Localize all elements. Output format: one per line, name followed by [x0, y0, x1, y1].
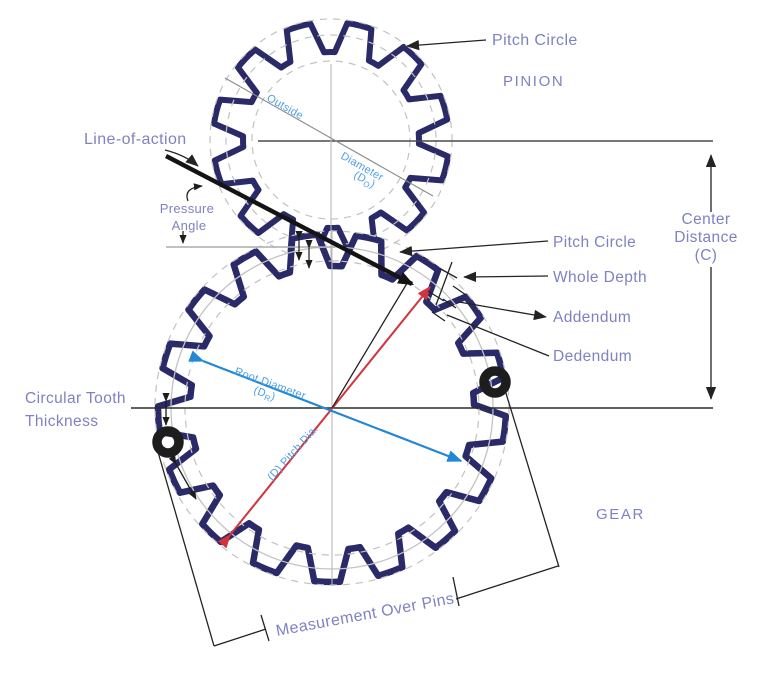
pinion-label: PINION: [503, 73, 564, 90]
dedendum-label: Dedendum: [553, 348, 632, 365]
pinion-pitch-circle-label: Pitch Circle: [492, 32, 578, 49]
circular-tooth-thickness-label-2: Thickness: [25, 413, 98, 430]
measurement-pin: [152, 426, 184, 458]
measurement-over-pins-label: Measurement Over Pins: [275, 590, 456, 640]
dashed-reference-circle: [225, 34, 437, 246]
gear-label: GEAR: [596, 506, 645, 523]
line-of-action-line: [164, 154, 415, 286]
root-diameter-label-2: (DR): [251, 385, 277, 405]
center-distance-label-1: Center: [682, 211, 731, 228]
addendum-label: Addendum: [553, 309, 631, 326]
radius-reference-line: [331, 279, 410, 409]
pinion-pitch-circle-leader: [406, 39, 487, 51]
depth-tick-marks: [427, 261, 467, 322]
backlash-arrows: [295, 230, 313, 269]
center-distance-label-3: (C): [695, 247, 718, 264]
measurement-over-pins-bracket: [157, 389, 560, 647]
whole-depth-leader: [463, 271, 549, 283]
gear-pitch-circle-label: Pitch Circle: [553, 234, 636, 251]
pressure-angle-label-2: Angle: [172, 218, 207, 233]
dashed-reference-circle: [209, 18, 453, 262]
center-distance-label-2: Distance: [674, 229, 738, 246]
circular-tooth-thickness-label-1: Circular Tooth: [25, 390, 126, 407]
line-of-action-leader: [164, 149, 199, 167]
measurement-pins: [152, 366, 511, 458]
dedendum-leader: [446, 314, 550, 357]
root-diameter-line: [188, 350, 463, 463]
addendum-leader: [458, 301, 547, 321]
outside-diameter-line: [224, 77, 434, 197]
line-of-action-label: Line-of-action: [84, 131, 187, 148]
pressure-angle-arrow-up: [186, 183, 203, 202]
gear-pitch-circle-leader: [399, 240, 549, 257]
flank-double-arrow: [168, 455, 197, 500]
measurement-pin: [479, 366, 511, 398]
outside-diameter-label-3: (DO): [351, 169, 377, 192]
pressure-angle-label-1: Pressure: [160, 201, 214, 216]
whole-depth-label: Whole Depth: [553, 269, 647, 286]
